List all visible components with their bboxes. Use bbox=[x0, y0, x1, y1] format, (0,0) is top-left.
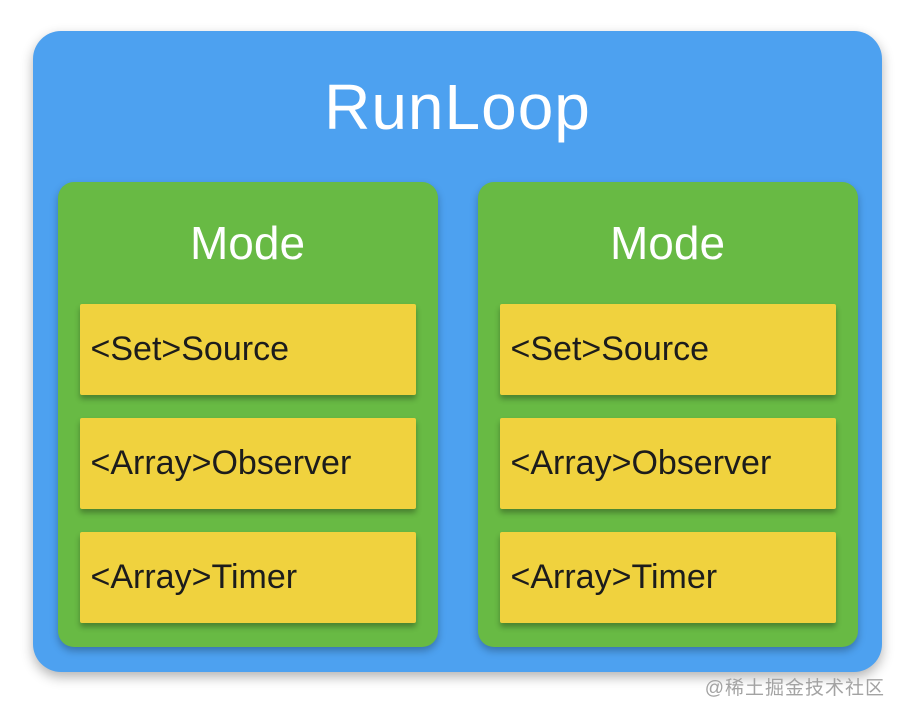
mode-items: <Set>Source <Array>Observer <Array>Timer bbox=[58, 304, 438, 623]
mode-item-array-observer: <Array>Observer bbox=[79, 418, 416, 509]
mode-box-left: Mode <Set>Source <Array>Observer <Array>… bbox=[57, 182, 438, 647]
mode-items: <Set>Source <Array>Observer <Array>Timer bbox=[478, 304, 858, 623]
mode-item-set-source: <Set>Source bbox=[79, 304, 416, 395]
mode-item-set-source: <Set>Source bbox=[499, 304, 836, 395]
mode-box-right: Mode <Set>Source <Array>Observer <Array>… bbox=[477, 182, 858, 647]
mode-item-array-timer: <Array>Timer bbox=[79, 532, 416, 623]
mode-title: Mode bbox=[189, 217, 306, 269]
mode-item-array-observer: <Array>Observer bbox=[499, 418, 836, 509]
mode-title: Mode bbox=[609, 217, 726, 269]
watermark: @稀土掘金技术社区 bbox=[704, 678, 885, 699]
modes-row: Mode <Set>Source <Array>Observer <Array>… bbox=[33, 182, 882, 647]
mode-item-array-timer: <Array>Timer bbox=[499, 532, 836, 623]
runloop-container: RunLoop Mode <Set>Source <Array>Observer… bbox=[33, 31, 882, 672]
runloop-title: RunLoop bbox=[324, 70, 591, 143]
